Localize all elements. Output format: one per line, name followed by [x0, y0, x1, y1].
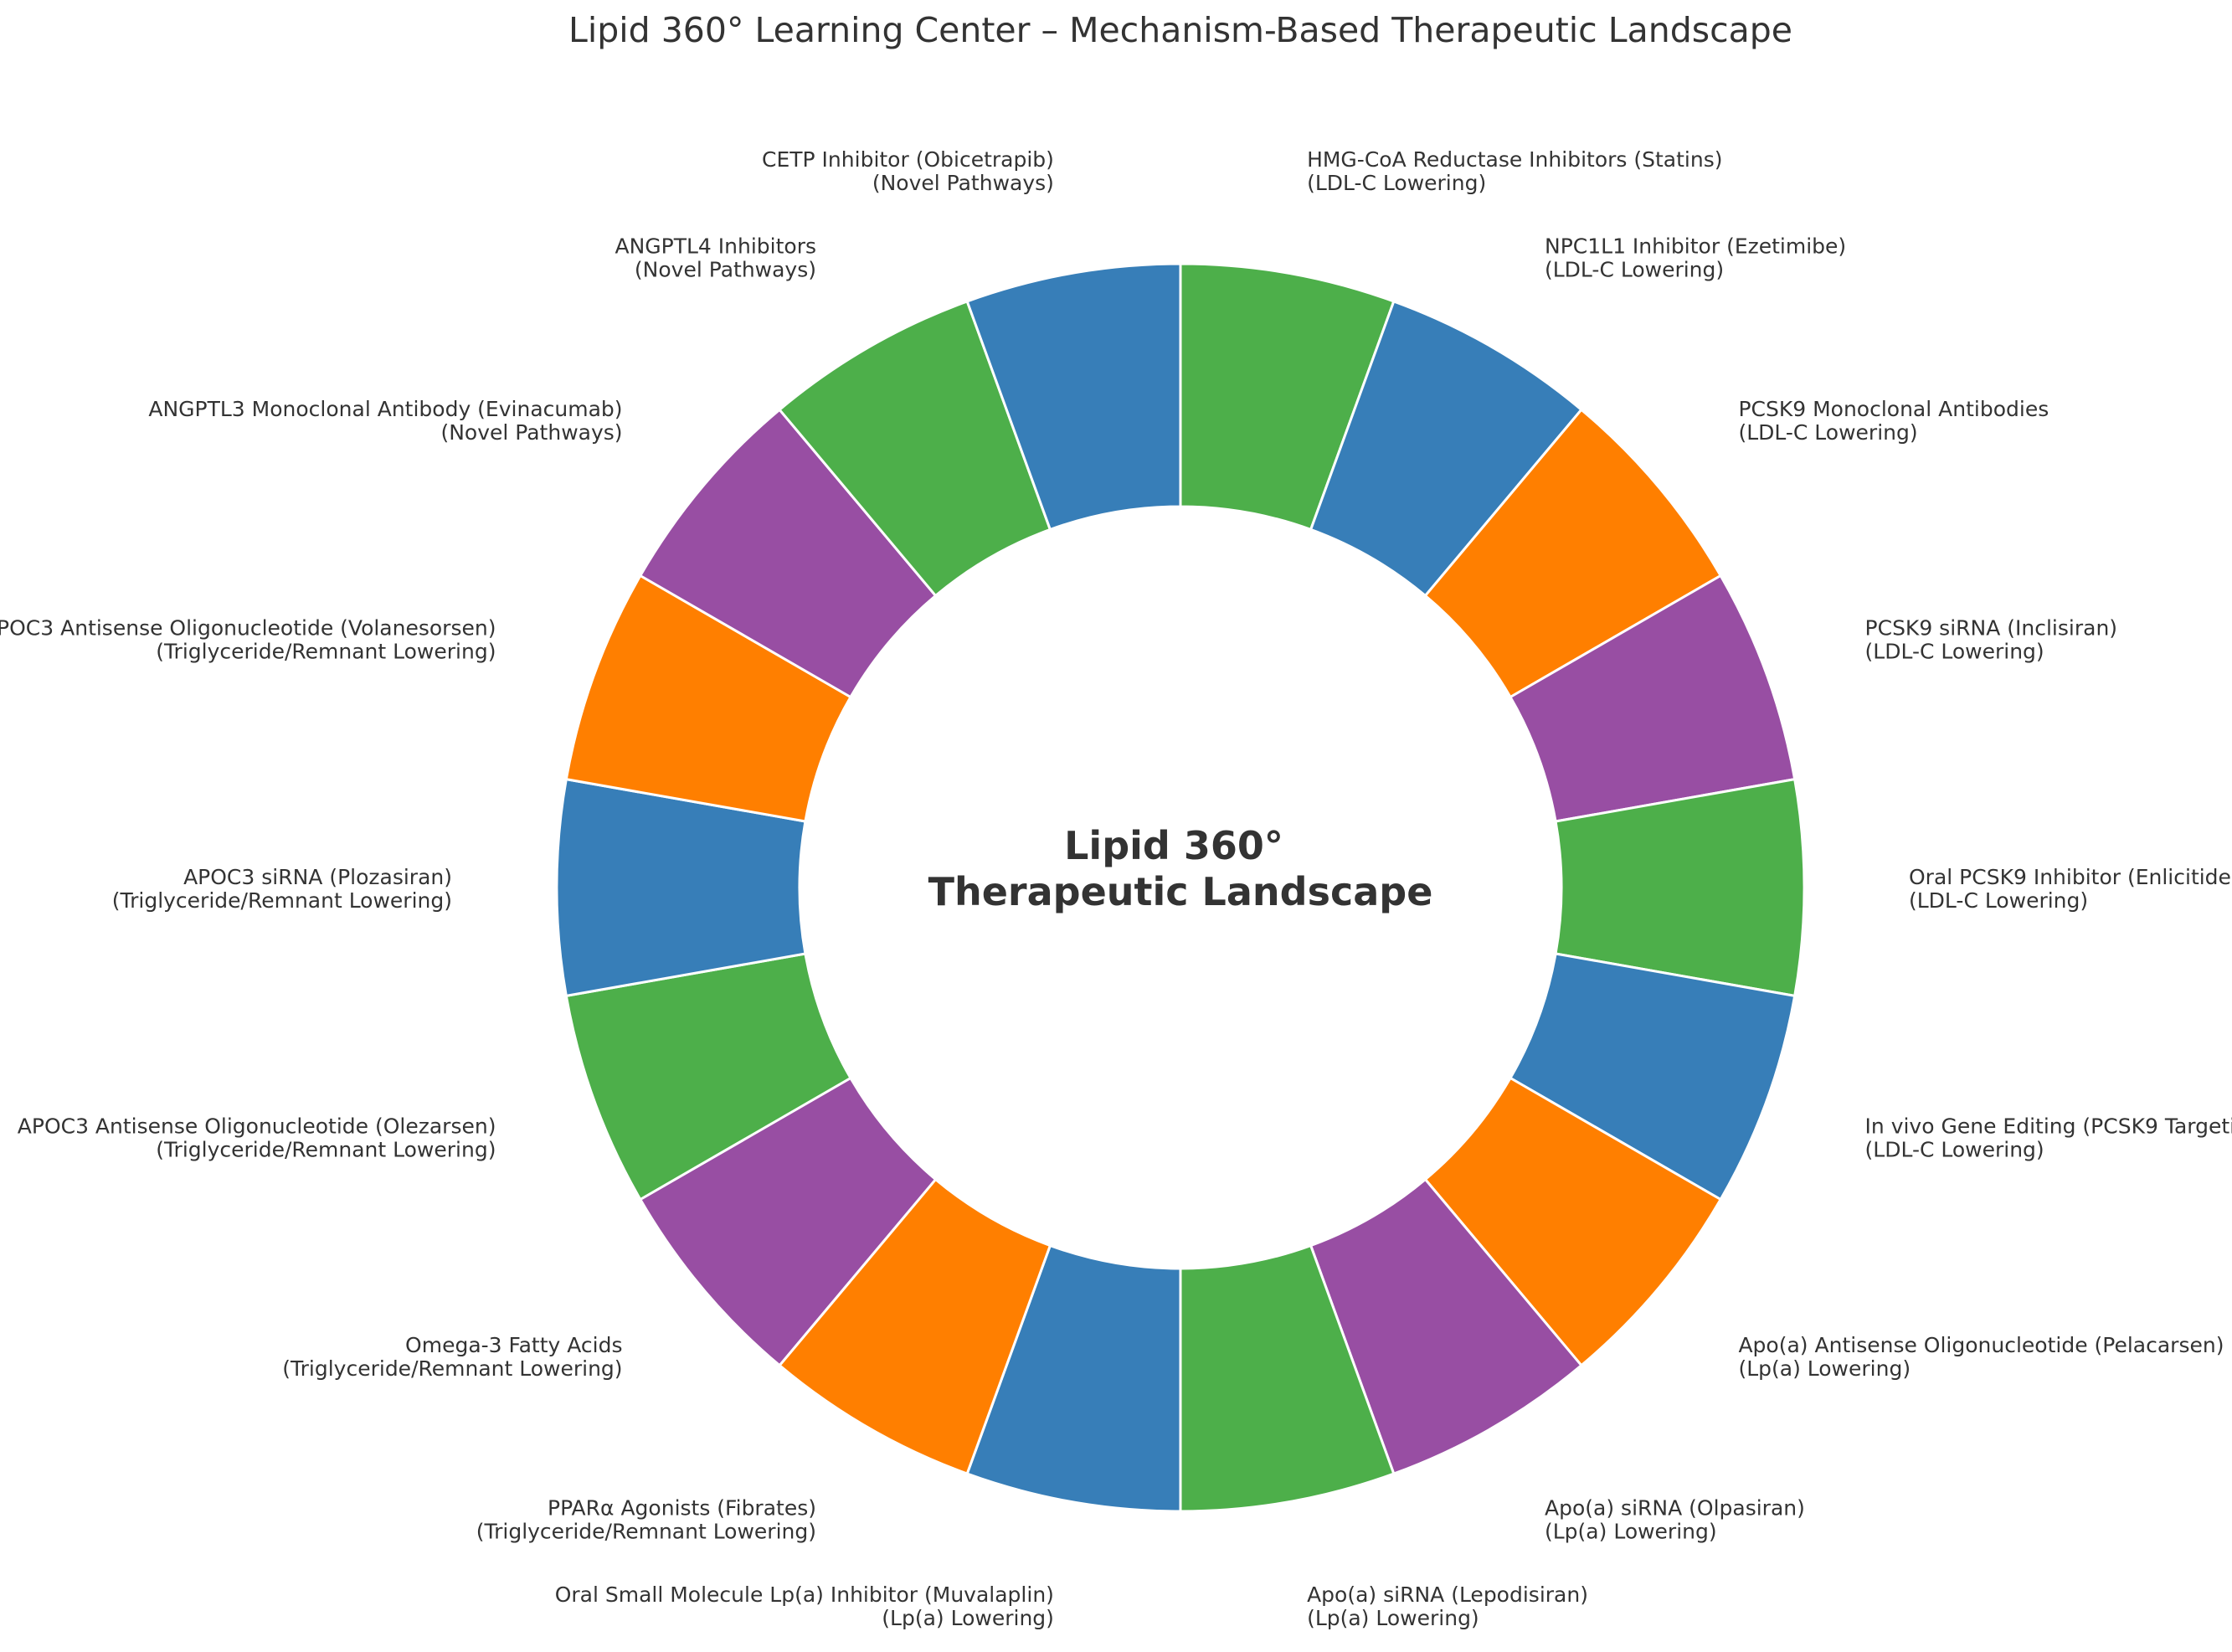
slice-label-name: APOC3 siRNA (Plozasiran) [183, 865, 452, 889]
slice-label: APOC3 siRNA (Plozasiran)(Triglyceride/Re… [112, 865, 452, 913]
slice-label-category: (Lp(a) Lowering) [1307, 1606, 1479, 1630]
slice-label: APOC3 Antisense Oligonucleotide (Volanes… [0, 615, 496, 663]
slice-label-category: (Lp(a) Lowering) [1545, 1519, 1717, 1543]
slice-label-name: Omega-3 Fatty Acids [405, 1333, 622, 1357]
slice-label: Oral PCSK9 Inhibitor (Enlicitide)(LDL-C … [1909, 865, 2232, 913]
slice-label: NPC1L1 Inhibitor (Ezetimibe)(LDL-C Lower… [1545, 234, 1846, 282]
slice-label-category: (Triglyceride/Remnant Lowering) [282, 1356, 622, 1381]
slice-label-name: PCSK9 siRNA (Inclisiran) [1865, 615, 2118, 640]
slice-label: Omega-3 Fatty Acids(Triglyceride/Remnant… [282, 1333, 622, 1381]
slice-label-category: (LDL-C Lowering) [1545, 258, 1724, 282]
slice-label: Oral Small Molecule Lp(a) Inhibitor (Muv… [555, 1583, 1054, 1630]
slice-label-category: (LDL-C Lowering) [1307, 171, 1486, 195]
slice-label: HMG-CoA Reductase Inhibitors (Statins)(L… [1307, 147, 1722, 195]
center-label-line-2: Therapeutic Landscape [928, 869, 1433, 914]
slice-label-category: (Triglyceride/Remnant Lowering) [476, 1519, 816, 1543]
slice-label-name: Apo(a) siRNA (Olpasiran) [1545, 1495, 1805, 1520]
slice-label-name: NPC1L1 Inhibitor (Ezetimibe) [1545, 234, 1846, 259]
slice-label-category: (Novel Pathways) [635, 258, 816, 282]
slice-label: PPARα Agonists (Fibrates)(Triglyceride/R… [476, 1495, 816, 1543]
slice-label-category: (LDL-C Lowering) [1865, 639, 2044, 663]
slice-label-name: HMG-CoA Reductase Inhibitors (Statins) [1307, 147, 1722, 172]
slice-label-name: In vivo Gene Editing (PCSK9 Targeting) [1865, 1114, 2232, 1139]
slice-label-category: (LDL-C Lowering) [1738, 420, 1917, 445]
slice-label-name: CETP Inhibitor (Obicetrapib) [762, 147, 1054, 172]
slice-label: ANGPTL4 Inhibitors(Novel Pathways) [615, 234, 816, 282]
slice-label-category: (Lp(a) Lowering) [882, 1606, 1054, 1630]
slice-label-category: (LDL-C Lowering) [1865, 1138, 2044, 1162]
slice-label-category: (Novel Pathways) [872, 171, 1054, 195]
slice-label-name: ANGPTL3 Monoclonal Antibody (Evinacumab) [148, 397, 622, 421]
slice-label-name: Oral PCSK9 Inhibitor (Enlicitide) [1909, 865, 2232, 889]
slice-label: In vivo Gene Editing (PCSK9 Targeting)(L… [1865, 1114, 2232, 1162]
slice-label: CETP Inhibitor (Obicetrapib)(Novel Pathw… [762, 147, 1054, 195]
donut-slice [965, 262, 1182, 532]
slice-label: Apo(a) Antisense Oligonucleotide (Pelaca… [1738, 1333, 2224, 1381]
slice-label-category: (Triglyceride/Remnant Lowering) [112, 888, 452, 913]
slice-label: Apo(a) siRNA (Lepodisiran)(Lp(a) Lowerin… [1307, 1583, 1588, 1630]
donut-slices [555, 262, 1806, 1513]
slice-label: Apo(a) siRNA (Olpasiran)(Lp(a) Lowering) [1545, 1495, 1805, 1543]
slice-label-name: PPARα Agonists (Fibrates) [548, 1495, 816, 1520]
slice-label-name: Oral Small Molecule Lp(a) Inhibitor (Muv… [555, 1583, 1054, 1607]
slice-label-category: (Novel Pathways) [440, 420, 622, 445]
slice-label: PCSK9 siRNA (Inclisiran)(LDL-C Lowering) [1865, 615, 2118, 663]
slice-label-category: (LDL-C Lowering) [1909, 888, 2088, 913]
slice-label-category: (Triglyceride/Remnant Lowering) [156, 1138, 496, 1162]
center-label: Lipid 360° Therapeutic Landscape [928, 823, 1433, 914]
center-label-line-1: Lipid 360° [1064, 823, 1283, 868]
slice-label-name: APOC3 Antisense Oligonucleotide (Volanes… [0, 615, 496, 640]
slice-label: PCSK9 Monoclonal Antibodies(LDL-C Loweri… [1738, 397, 2049, 445]
slice-label: ANGPTL3 Monoclonal Antibody (Evinacumab)… [148, 397, 622, 445]
slice-label-name: APOC3 Antisense Oligonucleotide (Olezars… [18, 1114, 496, 1139]
slice-label: APOC3 Antisense Oligonucleotide (Olezars… [18, 1114, 496, 1162]
slice-label-category: (Triglyceride/Remnant Lowering) [156, 639, 496, 663]
slice-label-name: Apo(a) Antisense Oligonucleotide (Pelaca… [1738, 1333, 2224, 1357]
slice-label-name: Apo(a) siRNA (Lepodisiran) [1307, 1583, 1588, 1607]
slice-label-name: ANGPTL4 Inhibitors [615, 234, 816, 259]
slice-label-category: (Lp(a) Lowering) [1738, 1356, 1911, 1381]
chart-title: Lipid 360° Learning Center – Mechanism-B… [568, 10, 1792, 50]
slice-label-name: PCSK9 Monoclonal Antibodies [1738, 397, 2049, 421]
slice-labels: HMG-CoA Reductase Inhibitors (Statins)(L… [0, 147, 2232, 1630]
